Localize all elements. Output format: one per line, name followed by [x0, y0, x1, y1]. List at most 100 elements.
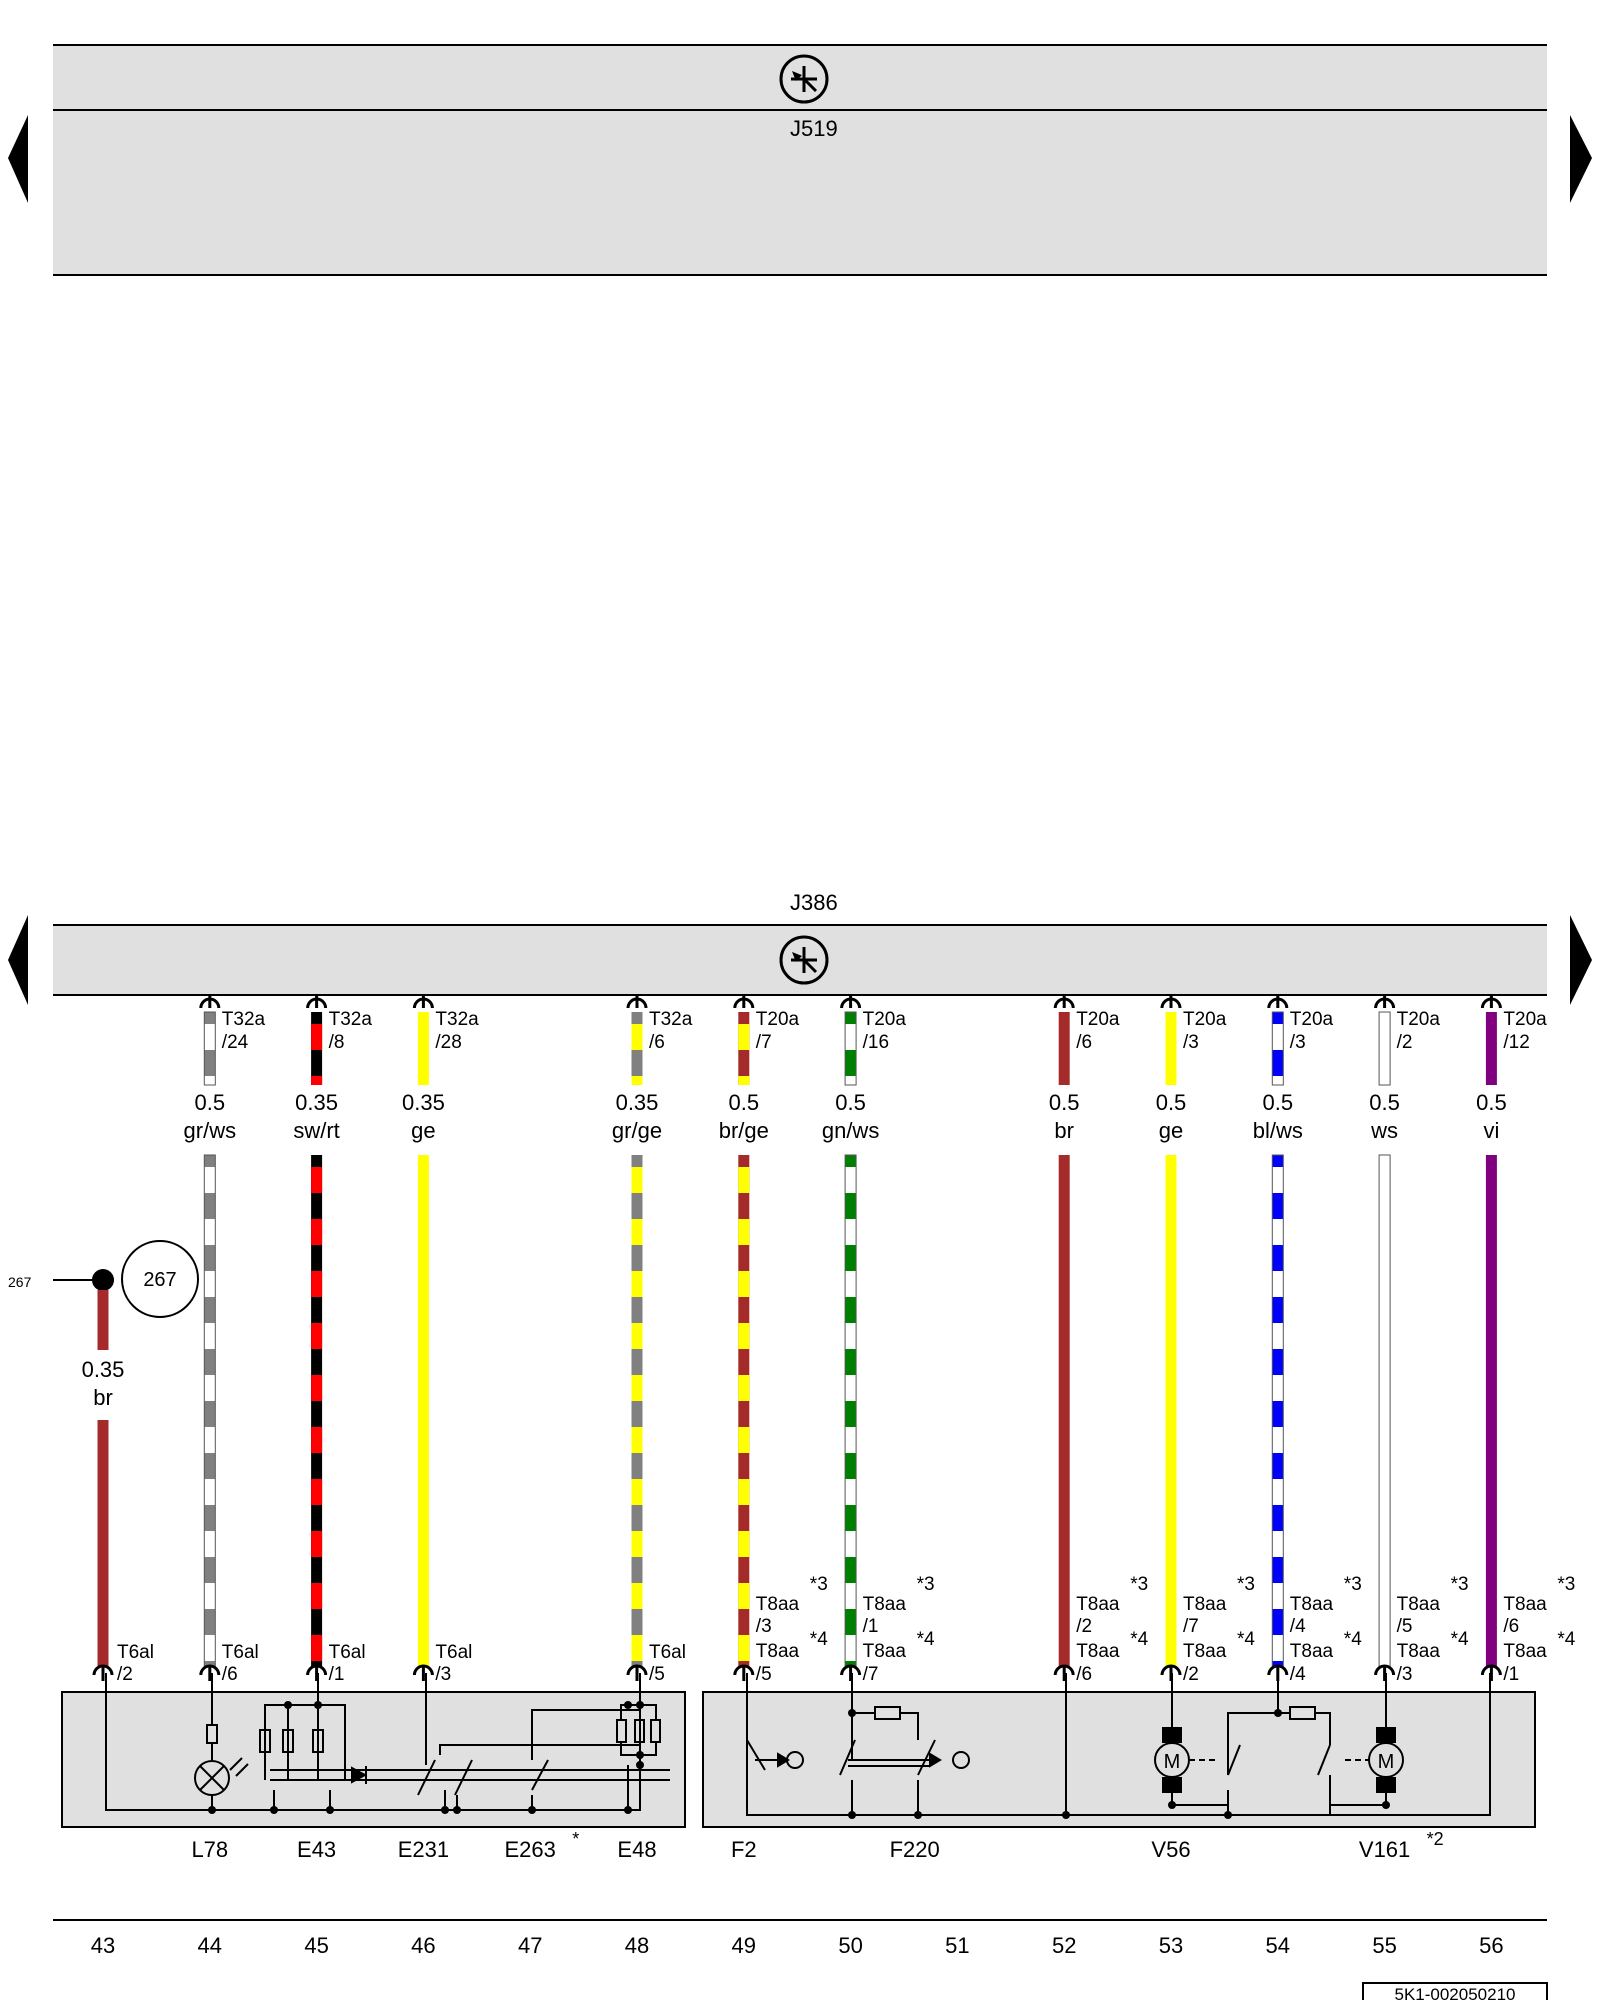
column-number-45: 45 [304, 1933, 328, 1958]
connector-bottom-icon [1053, 1664, 1075, 1676]
wire-stripe [1272, 1427, 1284, 1453]
wire-alt2-pin: /1 [1503, 1664, 1519, 1685]
wire-top-conn: T32a [649, 1009, 693, 1030]
wire-mark2: *4 [1344, 1629, 1362, 1650]
wire-alt1-pin: /3 [756, 1616, 772, 1637]
wire-stripe [1272, 1479, 1284, 1505]
wire-top-conn: T20a [756, 1009, 800, 1030]
component-label-e231: E231 [398, 1837, 449, 1862]
wire-outline [203, 1011, 216, 1086]
wire-size: 0.5 [1263, 1090, 1294, 1115]
wire-segment [845, 1155, 857, 1667]
wire-stripe [311, 1271, 323, 1297]
wire-bottom-pin: /5 [649, 1664, 665, 1685]
wire-top-pin: /12 [1503, 1032, 1529, 1053]
wire-alt2-pin: /6 [1076, 1664, 1092, 1685]
wire-color: sw/rt [293, 1118, 339, 1143]
wire-stripe [738, 1531, 750, 1557]
module-label-j386: J386 [790, 890, 838, 915]
wire-alt1-conn: T8aa [1183, 1594, 1227, 1615]
wire-stripe [845, 1635, 857, 1661]
wire-mark2: *4 [1237, 1629, 1255, 1650]
wire-size: 0.5 [835, 1090, 866, 1115]
wire-alt1-conn: T8aa [1503, 1594, 1547, 1615]
wire-color: ge [411, 1118, 435, 1143]
reference-circle [121, 1240, 199, 1318]
wire-stripe [631, 1531, 643, 1557]
wire-segment [1378, 1011, 1391, 1086]
wire-stripe [738, 1375, 750, 1401]
wire-size: 0.5 [729, 1090, 760, 1115]
wire-mark2: *4 [810, 1629, 828, 1650]
component-label-f220: F220 [890, 1837, 940, 1862]
module-label-j519: J519 [790, 116, 838, 141]
page-next-arrow-mid[interactable] [1570, 915, 1592, 1005]
wire-segment [204, 1155, 216, 1667]
wire-bottom-pin: /6 [222, 1664, 238, 1685]
wire-size: 0.35 [402, 1090, 445, 1115]
wire-group: T32a/240.5gr/wsT6al/6T32a/80.35sw/rtT6al… [184, 996, 1576, 1685]
page-next-arrow-top[interactable] [1570, 115, 1592, 203]
wire-stripe [738, 1635, 750, 1661]
page-prev-arrow-top[interactable] [8, 115, 28, 203]
wire-top-pin: /3 [1290, 1032, 1306, 1053]
wire-stripe [1272, 1583, 1284, 1609]
wire-stripe [738, 1076, 750, 1085]
wire-top-conn: T20a [863, 1009, 907, 1030]
wire-mark2: *4 [1451, 1629, 1469, 1650]
wire-stripe [631, 1479, 643, 1505]
wire-stripe [631, 1219, 643, 1245]
wire-stripe [738, 1024, 750, 1050]
wire-size: 0.5 [195, 1090, 226, 1115]
wire-stripe [204, 1323, 216, 1349]
wire-stripe [1272, 1531, 1284, 1557]
wire-alt2-pin: /7 [863, 1664, 879, 1685]
component-label-l78: L78 [191, 1837, 228, 1862]
wire-stripe [1272, 1167, 1284, 1193]
wire-outline [844, 1011, 857, 1086]
wire-stripe [631, 1583, 643, 1609]
reference-color: br [93, 1385, 113, 1410]
wire-segment [311, 1155, 323, 1667]
wire-alt2-conn: T8aa [756, 1641, 800, 1662]
column-number-50: 50 [838, 1933, 862, 1958]
wire-alt2-conn: T8aa [1076, 1641, 1120, 1662]
wire-stripe [204, 1219, 216, 1245]
wire-stripe [631, 1076, 643, 1085]
wire-alt1-pin: /4 [1290, 1616, 1306, 1637]
wire-mark1: *3 [1344, 1574, 1362, 1595]
wire-color: bl/ws [1253, 1118, 1303, 1143]
connector-bottom-icon [199, 1664, 221, 1676]
wire-alt2-conn: T8aa [863, 1641, 907, 1662]
wire-stripe [311, 1219, 323, 1245]
wire-segment [417, 1012, 429, 1085]
wire-alt2-pin: /5 [756, 1664, 772, 1685]
column-number-53: 53 [1159, 1933, 1183, 1958]
wire-segment [1485, 1155, 1497, 1667]
wire-segment [1058, 1155, 1070, 1667]
wire-top-pin: /24 [222, 1032, 249, 1053]
wire-stripe [204, 1076, 216, 1085]
wire-segment [738, 1155, 750, 1667]
connector-bottom-icon [1480, 1664, 1502, 1676]
page-prev-arrow-mid[interactable] [8, 915, 28, 1005]
column-number-55: 55 [1372, 1933, 1396, 1958]
wire-stripe [845, 1167, 857, 1193]
wire-top-pin: /16 [863, 1032, 889, 1053]
wire-stripe [1272, 1024, 1284, 1050]
wire-stripe [311, 1635, 323, 1661]
wire-stripe [311, 1076, 323, 1085]
wire-alt1-pin: /1 [863, 1616, 879, 1637]
wire-segment [97, 1420, 109, 1667]
connector-bottom-icon [1160, 1664, 1182, 1676]
wire-stripe [631, 1167, 643, 1193]
wire-stripe [845, 1219, 857, 1245]
wire-size: 0.5 [1476, 1090, 1507, 1115]
